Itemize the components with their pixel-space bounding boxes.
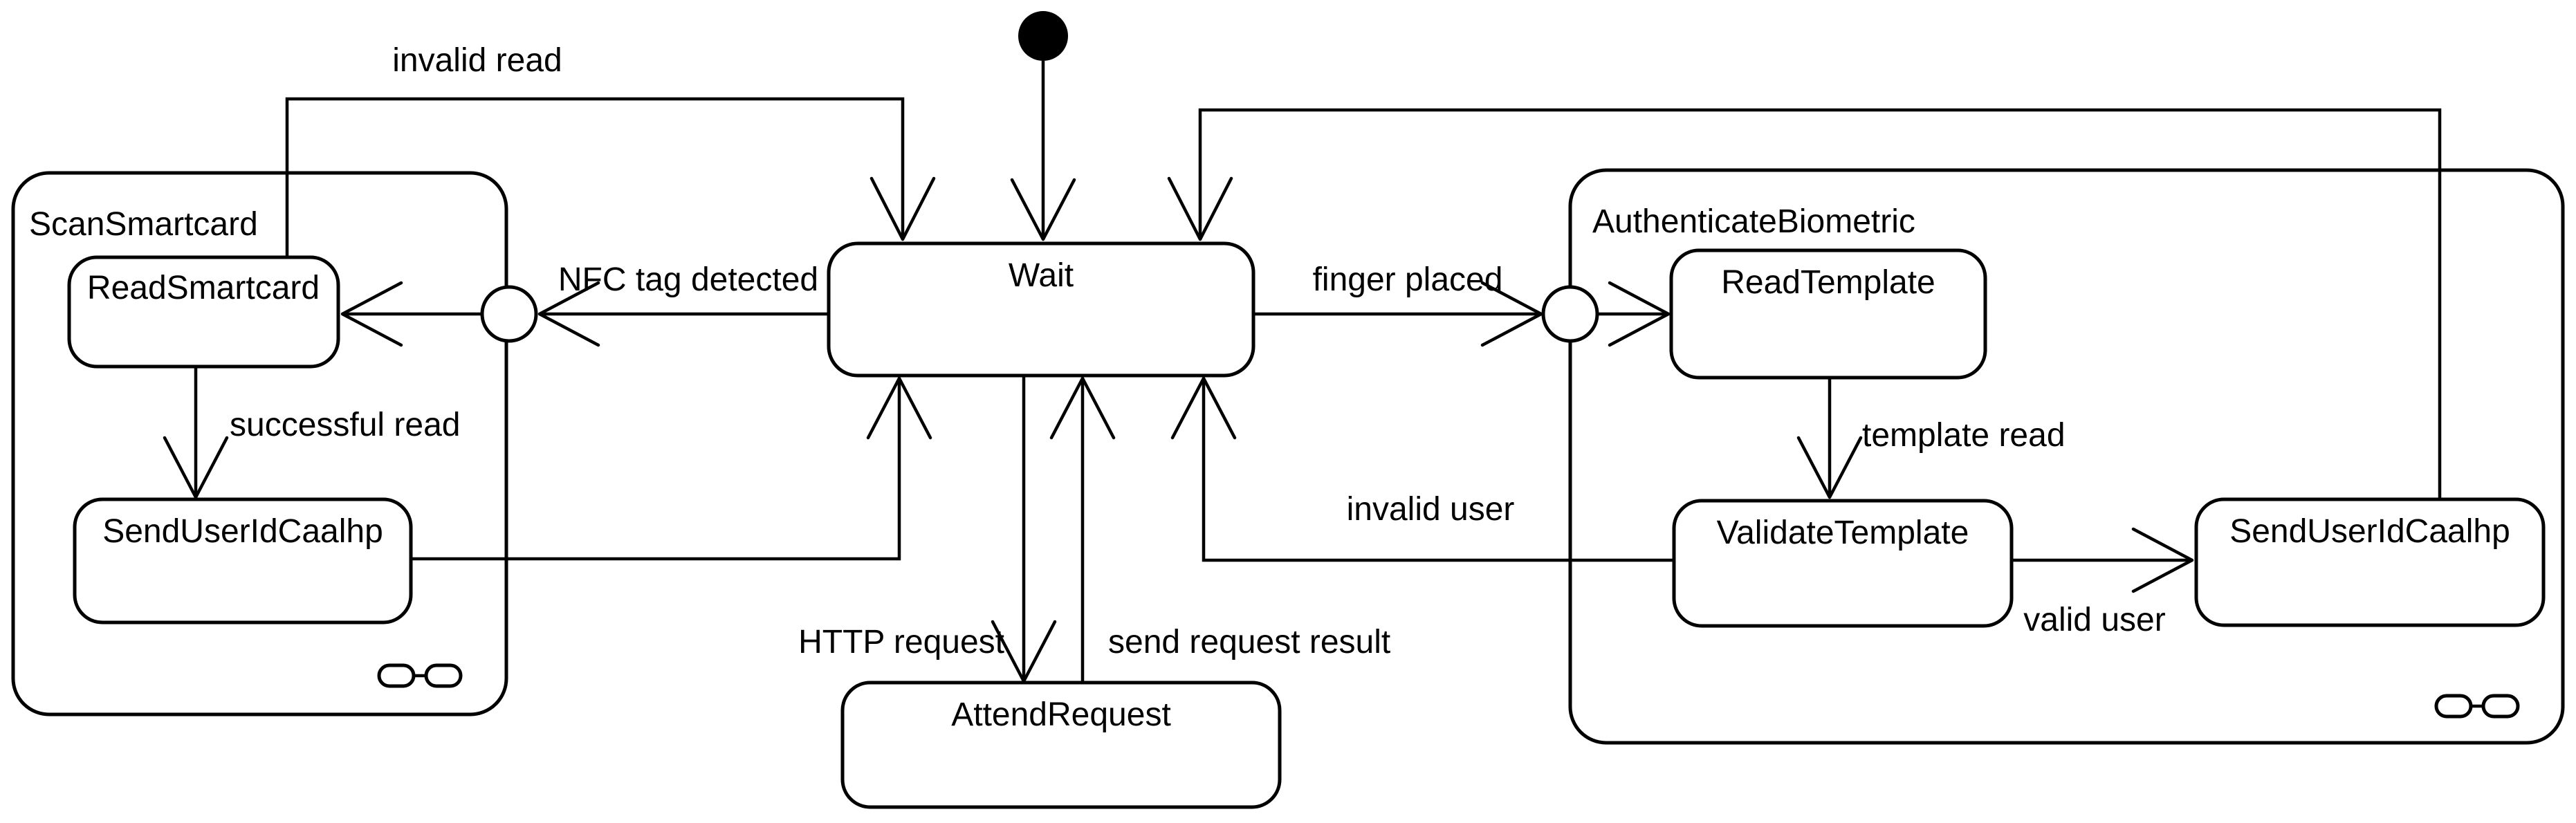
state-label: AttendRequest	[951, 696, 1171, 733]
transition-label: HTTP request	[798, 624, 1004, 660]
hidden-decomposition-icon	[2434, 694, 2520, 719]
transition-line	[1202, 381, 1674, 562]
arrowhead-up-icon	[866, 376, 932, 440]
transition-label: successful read	[230, 407, 461, 443]
transition-successful-read: successful read	[163, 367, 461, 499]
state-box	[67, 255, 340, 369]
transition-label: template read	[1862, 417, 2066, 454]
state-readsmartcard: ReadSmartcard	[67, 255, 340, 369]
transition-entry-to-readsmartcard	[340, 281, 483, 347]
state-senduseridcaalhp-left: SendUserIdCaalhp	[73, 497, 413, 625]
state-label: ValidateTemplate	[1717, 515, 1969, 551]
transition-label: finger placed	[1313, 261, 1503, 298]
decomposition-left-oval	[377, 663, 416, 688]
arrowhead-down-icon	[163, 436, 229, 499]
state-label: Wait	[1009, 257, 1074, 294]
state-attendrequest: AttendRequest	[840, 681, 1282, 809]
transition-nfc-tag-detected: NFC tag detected	[537, 261, 829, 347]
decomposition-right-oval	[2481, 694, 2520, 719]
state-senduseridcaalhp-right: SendUserIdCaalhp	[2194, 497, 2546, 627]
state-box	[840, 681, 1282, 809]
state-label: ReadTemplate	[1721, 264, 1935, 301]
arrowhead-down-icon	[1167, 176, 1233, 241]
state-validatetemplate: ValidateTemplate	[1672, 499, 2014, 628]
state-box	[1672, 499, 2014, 628]
arrowhead-up-icon	[1170, 376, 1237, 440]
transition-invalid-user: invalid user	[1170, 376, 1674, 562]
state-box	[73, 497, 413, 625]
composite-state-label: AuthenticateBiometric	[1592, 203, 1915, 240]
transition-label: invalid user	[1347, 491, 1515, 528]
arrowhead-up-icon	[1049, 376, 1116, 440]
arrowhead-right-icon	[2131, 527, 2194, 593]
transition-finger-placed: finger placed	[1253, 261, 1543, 347]
transition-label: invalid read	[392, 42, 562, 79]
transition-senduserid-left-to-wait	[411, 376, 932, 561]
arrowhead-down-icon	[1796, 436, 1863, 499]
arrowhead-right-icon	[1608, 281, 1671, 347]
state-box	[1669, 248, 1987, 380]
arrowhead-right-icon	[1480, 281, 1543, 347]
transition-line	[1198, 108, 2442, 499]
transition-line	[411, 381, 901, 561]
transition-invalid-read: invalid read	[285, 42, 936, 257]
state-label: SendUserIdCaalhp	[102, 513, 383, 550]
decomposition-right-oval	[424, 663, 463, 688]
composite-state-label: ScanSmartcard	[29, 206, 258, 243]
decomposition-left-oval	[2434, 694, 2473, 719]
scansmartcard-boundary	[11, 171, 508, 716]
transition-valid-user: valid user	[2012, 527, 2194, 638]
transition-entry-to-readtemplate	[1597, 281, 1671, 347]
transition-http-request: HTTP request	[798, 376, 1057, 683]
state-label: SendUserIdCaalhp	[2229, 513, 2510, 550]
entry-point-circle-scansmartcard	[480, 285, 538, 343]
transition-template-read: template read	[1796, 378, 2066, 499]
state-label: ReadSmartcard	[87, 270, 320, 306]
transition-line	[285, 97, 905, 257]
composite-state-scansmartcard: ScanSmartcard	[11, 171, 508, 716]
initial-state-dot	[1018, 11, 1068, 61]
state-box	[2194, 497, 2546, 627]
state-box	[827, 241, 1255, 378]
arrowhead-left-icon	[340, 281, 403, 347]
transition-label: send request result	[1108, 624, 1390, 660]
state-readtemplate: ReadTemplate	[1669, 248, 1987, 380]
transition-label: NFC tag detected	[558, 261, 818, 298]
initial-state	[1010, 11, 1076, 241]
arrowhead-left-icon	[537, 281, 600, 347]
state-wait: Wait	[827, 241, 1255, 378]
arrowhead-down-icon	[870, 176, 936, 241]
arrowhead-down-icon	[1010, 178, 1076, 241]
transition-senduserid-right-to-wait	[1167, 108, 2442, 499]
entry-point-circle-authenticatebiometric	[1541, 285, 1599, 343]
transition-label: valid user	[2023, 602, 2165, 638]
hidden-decomposition-icon	[377, 663, 463, 688]
transition-send-request-result: send request result	[1049, 376, 1390, 683]
